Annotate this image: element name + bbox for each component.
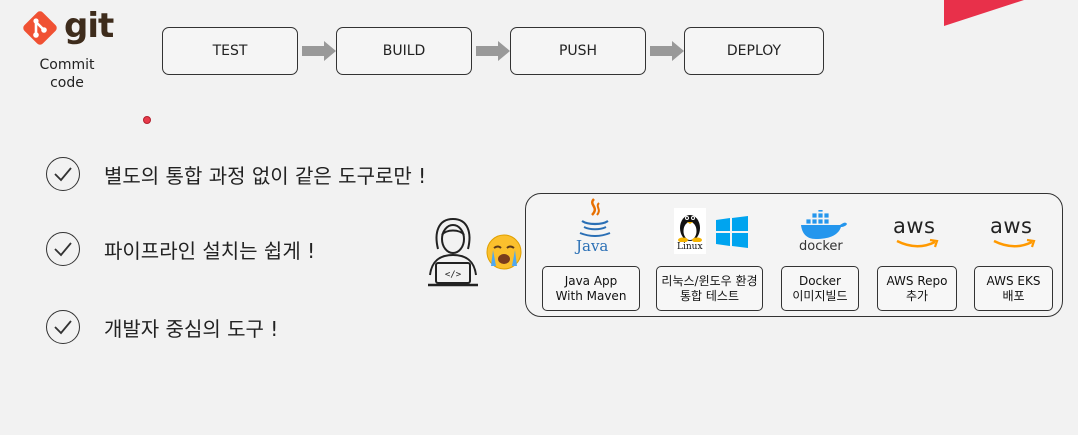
pipeline-stage-push: PUSH	[510, 27, 646, 75]
tool-label-text: AWS EKS 배포	[986, 273, 1041, 303]
benefit-text: 별도의 통합 과정 없이 같은 도구로만 !	[104, 163, 427, 188]
windows-icon	[716, 216, 748, 248]
arrow-right-icon	[302, 41, 336, 61]
tool-label-linux-windows-test: 리눅스/윈도우 환경 통합 테스트	[656, 266, 763, 311]
git-logo-text: git	[64, 6, 114, 46]
tool-label-aws-repo: AWS Repo 추가	[877, 266, 957, 311]
tool-label-aws-eks: AWS EKS 배포	[974, 266, 1053, 311]
check-circle-icon	[46, 232, 80, 266]
aws-logo-text: aws	[893, 214, 936, 238]
check-circle-icon	[46, 310, 80, 344]
benefit-text: 개발자 중심의 도구 !	[104, 316, 279, 341]
aws-logo-text: aws	[990, 214, 1033, 238]
stage-label: PUSH	[558, 43, 598, 59]
tool-label-docker-build: Docker 이미지빌드	[781, 266, 859, 311]
aws-icon: aws	[893, 214, 943, 252]
tool-label-java-maven: Java App With Maven	[542, 266, 640, 311]
git-logo: git	[20, 6, 120, 48]
tool-label-text: Java App With Maven	[555, 273, 627, 303]
stage-label: BUILD	[382, 43, 426, 59]
pipeline-stage-deploy: DEPLOY	[684, 27, 824, 75]
benefit-item: 별도의 통합 과정 없이 같은 도구로만 !	[46, 157, 426, 191]
arrow-right-icon	[650, 41, 684, 61]
docker-logo-text: docker	[799, 239, 843, 254]
aws-icon: aws	[990, 214, 1040, 252]
tool-label-text: 리눅스/윈도우 환경 통합 테스트	[661, 273, 758, 303]
benefit-item: 파이프라인 설치는 쉽게 !	[46, 232, 315, 266]
benefit-item: 개발자 중심의 도구 !	[46, 310, 278, 344]
tool-label-text: AWS Repo 추가	[886, 273, 948, 303]
java-logo-text: Java	[576, 237, 609, 255]
corner-decoration	[944, 0, 1024, 26]
benefit-text: 파이프라인 설치는 쉽게 !	[104, 238, 316, 263]
pipeline-stage-test: TEST	[162, 27, 298, 75]
developer-laptop-icon: </>	[428, 217, 478, 287]
pointer-dot	[143, 116, 151, 124]
arrow-right-icon	[476, 41, 510, 61]
git-diamond-icon	[23, 11, 57, 45]
tool-label-text: Docker 이미지빌드	[792, 273, 848, 303]
stage-label: DEPLOY	[726, 43, 782, 59]
stage-label: TEST	[212, 43, 248, 59]
crying-face-icon	[486, 234, 522, 270]
commit-code-text: Commit code	[39, 57, 95, 91]
linux-logo-text: Linux	[677, 242, 703, 252]
commit-code-label: Commit code	[30, 56, 104, 92]
linux-tux-icon: Linux	[674, 208, 706, 254]
docker-icon: docker	[798, 206, 848, 256]
svg-text:</>: </>	[445, 270, 462, 280]
check-circle-icon	[46, 157, 80, 191]
java-icon: Java	[572, 197, 616, 257]
pipeline-stage-build: BUILD	[336, 27, 472, 75]
